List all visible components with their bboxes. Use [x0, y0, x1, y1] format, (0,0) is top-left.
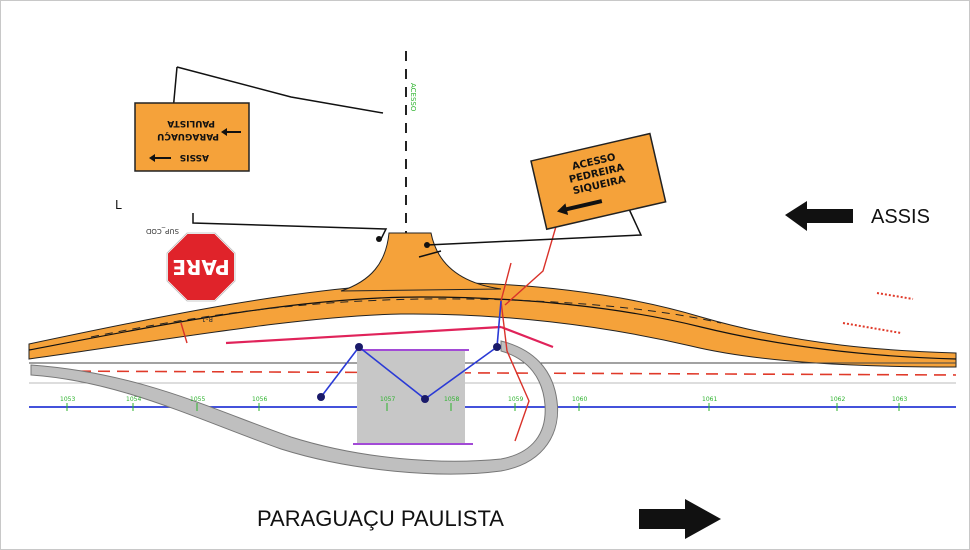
arrow-right-icon [221, 128, 241, 136]
leader-right-sign [426, 208, 643, 246]
arrow-left-icon [557, 199, 603, 216]
station-label: 1059 [508, 396, 523, 403]
station-label: 1056 [252, 396, 267, 403]
station-label: 1063 [892, 396, 907, 403]
loop-island [30, 340, 559, 475]
red-edge-line-2 [500, 325, 554, 349]
node-4 [493, 343, 501, 351]
arrow-right-icon [639, 499, 721, 539]
main-road-asphalt [28, 282, 957, 368]
access-axis-label: ACESSO [409, 83, 417, 112]
station-label: 1054 [126, 396, 141, 403]
station-label: 1053 [60, 396, 75, 403]
corner-mark: L [115, 198, 122, 212]
blue-pipe-2 [358, 346, 426, 400]
leader-dot-2 [424, 242, 430, 248]
red-access-line [500, 262, 530, 442]
node-1 [355, 343, 363, 351]
node-2 [317, 393, 325, 401]
station-marks: 1053 1054 1055 1056 1057 1058 1059 1060 … [60, 396, 907, 411]
direction-paraguacu: PARAGUAÇU PAULISTA [257, 506, 504, 531]
stop-sign-text: PARE [172, 255, 229, 279]
r1-label: R-1 [201, 315, 213, 323]
stop-sign: PARE [166, 232, 236, 302]
red-dots-2 [842, 322, 902, 334]
red-mark [180, 322, 188, 344]
sup-cod-label: SUP_COD [146, 227, 179, 235]
station-label: 1060 [572, 396, 587, 403]
sign-assis-paraguacu: ASSIS PARAGUAÇU PAULISTA [134, 102, 250, 172]
leader-left-sign [176, 66, 384, 114]
node-3 [421, 395, 429, 403]
blue-pipe-1 [320, 346, 360, 398]
left-sign-line1: ASSIS [180, 152, 209, 162]
blue-pipe-3 [424, 346, 498, 400]
red-dots-1 [876, 292, 914, 300]
blue-pipe-4 [496, 300, 502, 348]
station-label: 1061 [702, 396, 717, 403]
sign-acesso-pedreira: ACESSO PEDREIRA SIQUEIRA [530, 132, 667, 231]
arrow-left-icon [785, 201, 853, 231]
crossing-area [357, 351, 465, 443]
station-label: 1062 [830, 396, 845, 403]
left-sign-line3: PAULISTA [167, 118, 215, 128]
left-sign-line2: PARAGUAÇU [157, 131, 219, 141]
road-center-dash [90, 298, 722, 338]
red-dashed-edge [40, 370, 957, 376]
road-edge-line [28, 296, 957, 360]
leader-stop [192, 213, 388, 240]
leader-tick [418, 250, 442, 258]
station-label: 1055 [190, 396, 205, 403]
station-label: 1057 [380, 396, 395, 403]
red-edge-line [225, 325, 502, 345]
direction-assis: ASSIS [871, 206, 930, 228]
leader-dot-1 [376, 236, 382, 242]
station-label: 1058 [444, 396, 459, 403]
access-junction-asphalt [340, 232, 502, 292]
arrow-right-icon [149, 154, 171, 162]
